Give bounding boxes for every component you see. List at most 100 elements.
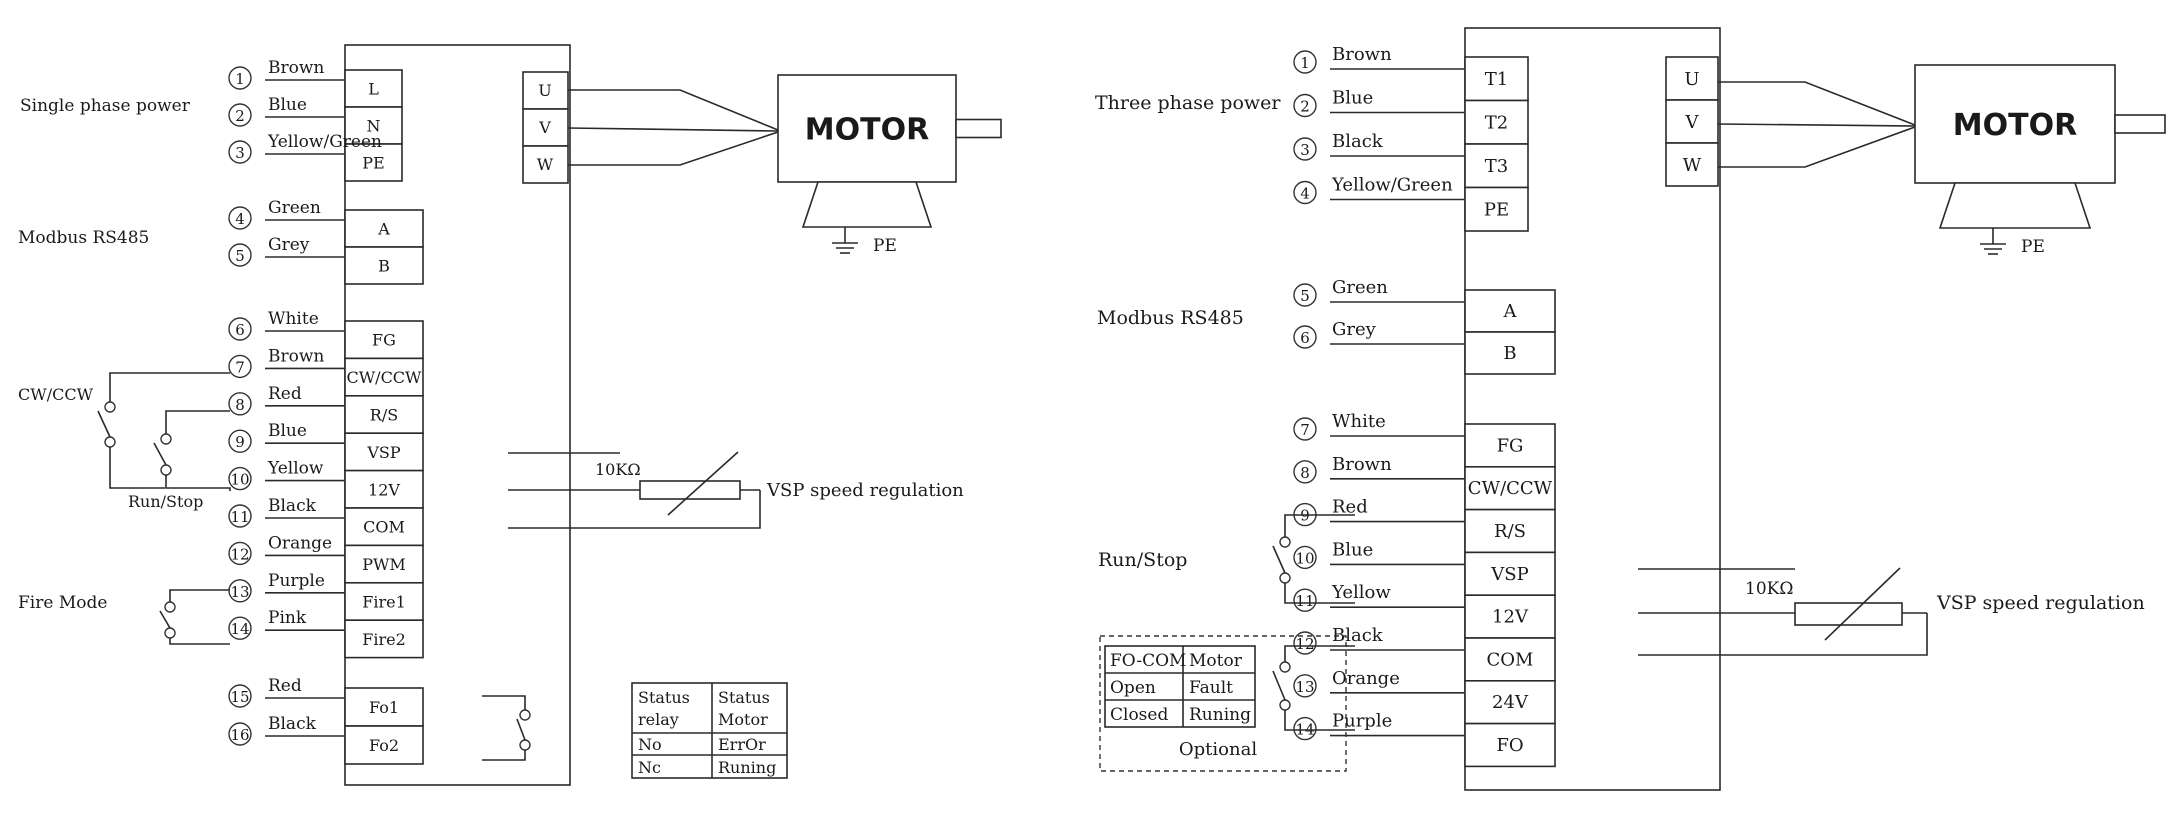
terminal-box (344, 143, 403, 182)
wire-number: 1 (1300, 54, 1310, 72)
wire-line (1284, 710, 1355, 731)
wire-number-circle (228, 504, 252, 528)
wire-number: 8 (235, 396, 245, 414)
output-terminal-label: V (1685, 112, 1700, 133)
wire-number: 7 (235, 358, 245, 376)
output-terminal-box (522, 108, 569, 147)
motor-shaft (2114, 114, 2166, 134)
wire-number-circle (228, 140, 252, 164)
resistor-icon (1794, 602, 1903, 626)
terminal-label: Fo1 (369, 698, 399, 717)
wire-number: 9 (235, 433, 245, 451)
wire-line (482, 695, 526, 710)
wire-color-label: Green (1332, 277, 1388, 298)
wire-color-label: Pink (268, 608, 307, 628)
terminal-label: PE (1484, 199, 1509, 220)
output-terminal-box (1665, 142, 1719, 187)
optional-table (1104, 645, 1256, 728)
wire-line (482, 750, 526, 761)
switch-blade (153, 442, 167, 466)
wire-number-circle (1293, 674, 1317, 698)
wire-color-label: Black (268, 496, 317, 516)
wire-number-circle (228, 354, 252, 379)
wire-number-circle (228, 243, 252, 267)
wire-line (1284, 583, 1355, 604)
terminal-box (1464, 594, 1556, 639)
wire-number-circle (1293, 631, 1317, 655)
table-cell: ErrOr (718, 735, 766, 754)
switch-contact (1279, 699, 1291, 711)
cwccw-label: CW/CCW (18, 385, 94, 404)
wire-number: 1 (235, 70, 245, 88)
wire-color-label: Brown (268, 346, 324, 366)
wire-number-circle (228, 616, 252, 640)
fo-relay-switch-icon (1272, 661, 1291, 711)
terminal-label: T1 (1485, 69, 1508, 90)
wire-color-label: Black (1332, 625, 1384, 646)
wire-number: 10 (1295, 549, 1314, 567)
wire-number: 8 (1300, 464, 1310, 482)
wire-line (508, 490, 761, 529)
wire-number: 10 (230, 471, 249, 489)
table-cell: Fault (1189, 678, 1233, 698)
wire-line (169, 589, 230, 602)
wire-number: 3 (1300, 141, 1310, 159)
table-cell: Motor (1189, 651, 1243, 671)
wire-color-label: Brown (1332, 454, 1392, 475)
wire-number-circle (228, 541, 252, 566)
terminal-label: Fire2 (362, 630, 406, 649)
terminal-label: PWM (362, 555, 406, 574)
wire-line (165, 410, 230, 434)
terminal-label: B (378, 257, 390, 276)
modbus-label: Modbus RS485 (18, 228, 149, 248)
wire-number: 12 (1295, 635, 1314, 653)
terminal-box (344, 581, 424, 621)
firemode-label: Fire Mode (18, 593, 107, 613)
terminal-label: T2 (1485, 112, 1508, 133)
wire-number: 11 (1295, 592, 1314, 610)
wire-line (567, 127, 779, 132)
resistor-label: 10KΩ (595, 460, 641, 479)
table-cell: No (638, 735, 662, 754)
wire-number-circle (1293, 417, 1317, 441)
wire-color-label: Grey (1332, 319, 1377, 340)
terminal-box (344, 394, 424, 434)
motor-shaft (955, 118, 1002, 139)
switch-contact (160, 433, 172, 445)
terminal-label: 24V (1492, 692, 1529, 713)
output-terminal-label: W (537, 155, 554, 174)
motor-label: MOTOR (1953, 108, 2077, 143)
switch-contact (519, 709, 531, 721)
switch-blade (1272, 670, 1286, 701)
wire-color-label: Black (1332, 131, 1384, 152)
wire-color-label: Brown (1332, 44, 1392, 65)
wire-number: 13 (1295, 678, 1314, 696)
wire-color-label: Red (268, 384, 302, 404)
runstop-label: Run/Stop (1098, 549, 1187, 571)
switch-contact (104, 401, 116, 413)
terminal-box (344, 320, 424, 360)
table-cell: Nc (638, 758, 661, 777)
switch-blade (97, 410, 111, 438)
wire-number-circle (1293, 545, 1317, 570)
wire-line (1718, 126, 1916, 168)
motor-label: MOTOR (805, 113, 929, 148)
wire-number: 16 (230, 726, 249, 744)
output-terminal-label: U (1684, 69, 1699, 90)
runstop-label: Run/Stop (128, 492, 203, 511)
wire-number-circle (1293, 50, 1317, 74)
terminal-box (1464, 722, 1556, 768)
terminal-box (1464, 551, 1556, 597)
terminal-label: FO (1496, 735, 1523, 756)
switch-contact (519, 739, 531, 751)
switch-contact (1279, 572, 1291, 584)
terminal-label: A (377, 220, 390, 239)
wire-number-circle (228, 392, 252, 416)
terminal-box (344, 106, 403, 145)
wire-number: 4 (235, 210, 245, 228)
terminal-box (344, 619, 424, 659)
switch-contact (164, 627, 176, 639)
wire-number-circle (228, 429, 252, 453)
wire-number-circle (228, 722, 252, 746)
wire-number-circle (228, 66, 252, 90)
